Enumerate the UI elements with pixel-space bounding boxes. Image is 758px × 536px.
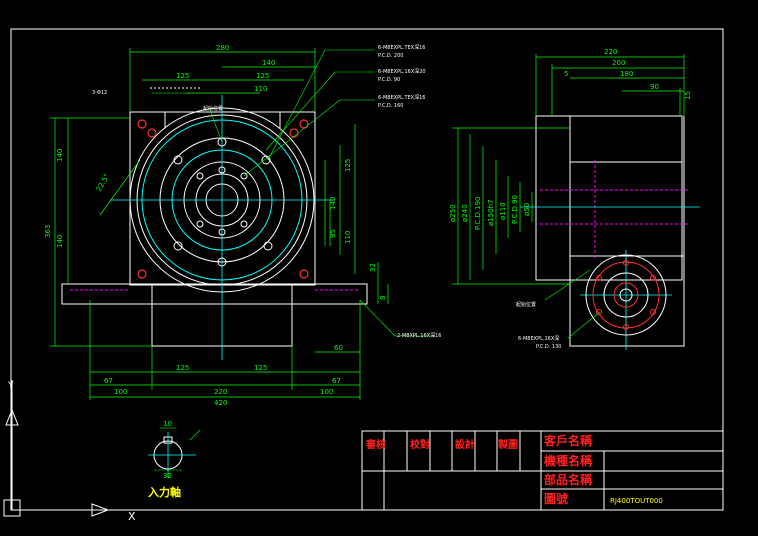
front-center-lines xyxy=(110,95,335,360)
dim-side-pcd90: P.C.D.90 xyxy=(511,195,519,224)
side-leader-lines xyxy=(544,269,601,339)
dim-60: 60 xyxy=(334,344,343,352)
dim-85-right: 85 xyxy=(329,229,337,238)
side-view: 220 200 180 5 90 15 ø250 ø240 P.C.D.190 … xyxy=(449,48,700,350)
front-start-label: 起始位置 xyxy=(203,105,223,112)
note-front-6: P.C.D. 160 xyxy=(378,103,403,109)
side-center-lines xyxy=(520,206,700,350)
side-dimension-lines xyxy=(452,54,685,285)
tb-customer-label: 客戶名稱 xyxy=(543,433,592,448)
side-start-label: 起始位置 xyxy=(516,301,536,308)
dim-side-15: 15 xyxy=(684,91,692,100)
front-bolt-holes xyxy=(173,137,273,267)
dim-363: 363 xyxy=(44,225,52,238)
input-shaft-detail: 10 32 入力軸 xyxy=(148,420,201,499)
note-front-9: 2-M8XPL.16X深16 xyxy=(397,332,441,339)
dim-side-5: 5 xyxy=(564,70,568,78)
front-dimension-lines xyxy=(50,48,389,400)
note-front-5: 6-M8EXPL.TEX深16 xyxy=(378,94,425,101)
front-housing xyxy=(61,111,368,347)
dim-side-200: 200 xyxy=(612,59,625,67)
input-shaft-title: 入力軸 xyxy=(148,485,181,499)
dim-side-pcd190: P.C.D.190 xyxy=(474,197,482,230)
dim-side-220: 220 xyxy=(604,48,617,56)
shaft-dim-10: 10 xyxy=(163,420,172,428)
note-front-4: P.C.D. 90 xyxy=(378,77,400,83)
dim-side-d240: ø240 xyxy=(461,204,469,222)
tb-drawing-no-value[interactable]: RJ400TOUT000 xyxy=(610,497,663,505)
dim-side-d250: ø250 xyxy=(449,204,457,222)
front-view: 280 140 125 125 110 140 140 363 22.5° 12… xyxy=(44,44,441,407)
front-mount-holes xyxy=(137,119,309,279)
svg-text:Y: Y xyxy=(7,381,14,391)
dim-side-d150h7: ø150h7 xyxy=(487,199,495,226)
dim-67-left: 67 xyxy=(104,377,113,385)
note-front-2: P.C.D. 200 xyxy=(378,53,403,59)
dim-100-left: 100 xyxy=(114,388,127,396)
ucs-icon: Y X xyxy=(3,380,136,523)
dim-125-top-right: 125 xyxy=(256,72,269,80)
dim-110-right: 110 xyxy=(344,231,352,244)
dim-125-top-left: 125 xyxy=(176,72,189,80)
dim-420: 420 xyxy=(214,399,227,407)
dim-side-d50: ø50 xyxy=(523,203,531,216)
dim-140-left-upper: 140 xyxy=(56,149,64,162)
sign-cell-review: 審核 xyxy=(365,438,386,451)
dim-220-bottom: 220 xyxy=(214,388,227,396)
title-block xyxy=(361,430,724,511)
dim-side-d110: ø110 xyxy=(499,202,507,220)
svg-text:X: X xyxy=(128,510,136,523)
drawing-frame xyxy=(10,28,724,511)
dim-side-180: 180 xyxy=(620,70,633,78)
shaft-dim-32: 32 xyxy=(163,472,172,480)
sign-cell-design: 設計 xyxy=(455,438,475,451)
dim-140-top: 140 xyxy=(262,59,275,67)
side-hidden-lines xyxy=(540,160,690,260)
title-block-rows: 客戶名稱 機種名稱 部品名稱 圖號 RJ400TOUT000 xyxy=(543,433,663,506)
tb-drawing-no-label: 圖號 xyxy=(544,491,568,506)
side-flange-bolts xyxy=(596,260,656,330)
tb-model-label: 機種名稱 xyxy=(544,453,592,468)
note-side-2: 6-M8EXPL.16X深 xyxy=(518,335,559,342)
dim-280: 280 xyxy=(216,44,229,52)
note-front-3: 6-M8EXPL.16X深20 xyxy=(378,68,426,75)
dim-22-5-deg: 22.5° xyxy=(95,172,111,193)
tb-part-label: 部品名稱 xyxy=(544,472,592,487)
dim-140-left-lower: 140 xyxy=(56,235,64,248)
dim-125-bottom-right: 125 xyxy=(254,364,267,372)
dim-110-top: 110 xyxy=(254,85,267,93)
sign-cell-draw: 製圖 xyxy=(497,438,518,451)
dim-8: 8 xyxy=(379,296,387,300)
side-housing xyxy=(535,115,685,347)
side-input-flange xyxy=(585,254,667,336)
dim-67-right: 67 xyxy=(332,377,341,385)
dim-125-bottom-left: 125 xyxy=(176,364,189,372)
note-side-3: P.C.D. 130 xyxy=(536,344,561,350)
dim-100-right: 100 xyxy=(320,388,333,396)
title-block-sign-cells: 審核 校對 設計 製圖 xyxy=(365,438,518,451)
note-front-7: 3-Φ12 xyxy=(92,90,107,96)
note-front-1: 6-M8EXPL.TEX深16 xyxy=(378,44,425,51)
dim-side-90: 90 xyxy=(650,83,659,91)
dim-140-right: 140 xyxy=(329,197,337,210)
front-leader-lines xyxy=(152,49,435,337)
dim-125-right: 125 xyxy=(344,159,352,172)
dim-32: 32 xyxy=(369,263,377,272)
sign-cell-check: 校對 xyxy=(410,438,430,451)
